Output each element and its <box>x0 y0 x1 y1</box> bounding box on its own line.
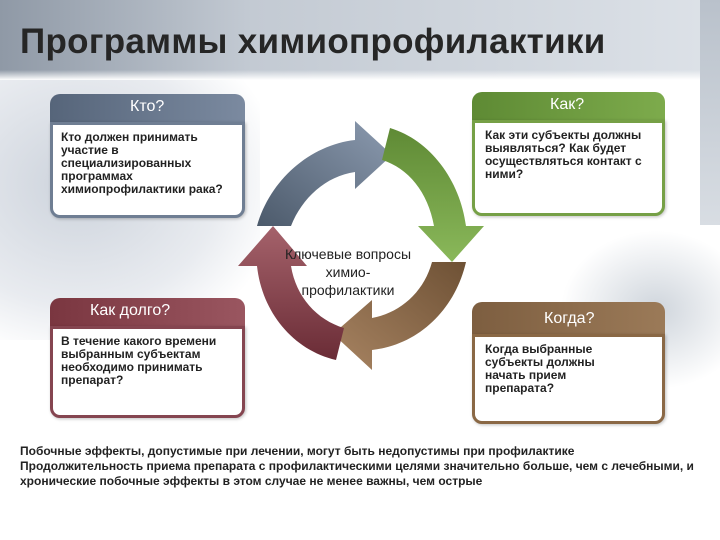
arrow-when-to-howlong <box>333 262 466 370</box>
arrow-how-to-when <box>382 128 484 262</box>
when-text: Когда выбранные субъекты должны начать п… <box>485 342 595 395</box>
who-text: Кто должен принимать участие в специализ… <box>61 130 223 196</box>
notes: Побочные эффекты, допустимые при лечении… <box>20 444 710 489</box>
arrow-howlong-to-who <box>238 226 344 360</box>
how-tab: Как? <box>472 92 665 124</box>
who-box: Кто должен принимать участие в специализ… <box>50 122 245 218</box>
who-heading: Кто? <box>130 98 165 115</box>
arrow-who-to-how <box>257 121 392 226</box>
how-long-heading: Как долго? <box>90 302 171 319</box>
how-box: Как эти субъекты должны выявляться? Как … <box>472 120 665 216</box>
note-duration: Продолжительность приема препарата с про… <box>20 459 698 488</box>
how-long-box: В течение какого времени выбранным субъе… <box>50 326 245 418</box>
who-tab: Кто? <box>50 94 245 126</box>
side-decoration <box>700 0 720 225</box>
when-heading: Когда? <box>544 310 595 327</box>
how-heading: Как? <box>550 96 585 113</box>
title-banner <box>0 0 720 80</box>
note-side-effects: Побочные эффекты, допустимые при лечении… <box>20 444 575 458</box>
cycle-center-label: Ключевые вопросы химио-профилактики <box>284 246 412 298</box>
slide-title: Программы химиопрофилактики <box>20 22 606 61</box>
when-box: Когда выбранные субъекты должны начать п… <box>472 334 665 424</box>
how-long-text: В течение какого времени выбранным субъе… <box>61 334 217 387</box>
how-long-tab: Как долго? <box>50 298 245 330</box>
banner-fade <box>0 70 720 80</box>
how-text: Как эти субъекты должны выявляться? Как … <box>485 128 642 181</box>
when-tab: Когда? <box>472 302 665 336</box>
